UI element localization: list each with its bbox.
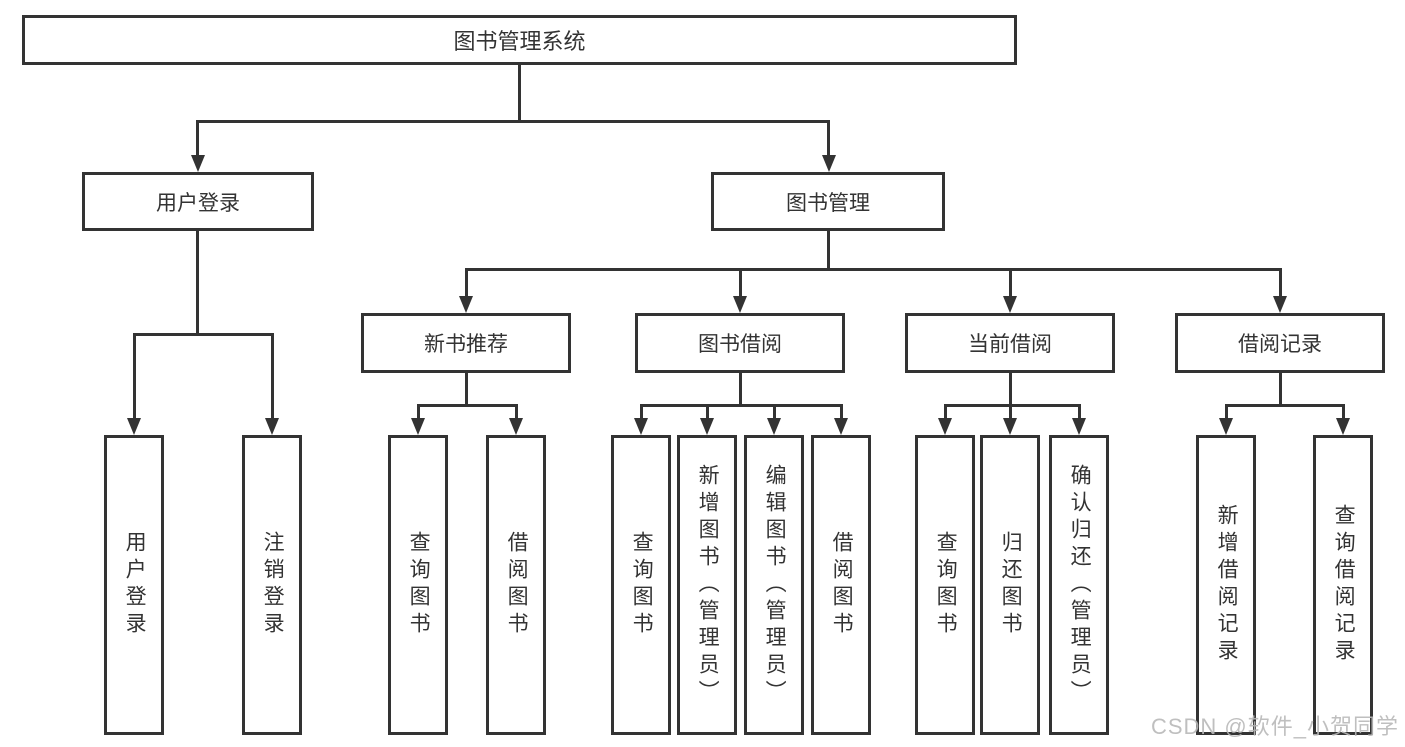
connector-borrowing-hline: [640, 404, 843, 407]
connector-records-stem: [1279, 373, 1282, 407]
connector-login-drop-2: [271, 333, 274, 420]
arrow-down-icon: [938, 418, 952, 435]
node-user-login-label: 用户登录: [156, 191, 240, 215]
arrow-down-icon: [265, 418, 279, 435]
leaf-current-return-books: 归还图书: [980, 435, 1040, 735]
leaf-user-login-label: 用户登录: [123, 531, 147, 639]
node-current-borrowing-label: 当前借阅: [968, 333, 1052, 356]
node-new-book-recommend-label: 新书推荐: [424, 333, 508, 356]
connector-borrowing-drop-4: [840, 404, 843, 420]
leaf-records-query-record-label: 查询借阅记录: [1332, 504, 1356, 666]
arrow-down-icon: [1273, 296, 1287, 313]
node-library-system-label: 图书管理系统: [453, 29, 586, 54]
node-borrowing-records-label: 借阅记录: [1238, 333, 1322, 356]
leaf-borrowing-edit-books-admin-label: 编辑图书（管理员）: [763, 463, 787, 707]
leaf-recommend-borrow-books: 借阅图书: [486, 435, 546, 735]
connector-root-drop-right: [827, 120, 830, 157]
arrow-down-icon: [1336, 418, 1350, 435]
arrow-down-icon: [634, 418, 648, 435]
connector-current-drop-1: [944, 404, 947, 420]
arrow-down-icon: [411, 418, 425, 435]
connector-root-drop-left: [196, 120, 199, 157]
connector-mgmt-hline: [465, 268, 1282, 271]
node-new-book-recommend: 新书推荐: [361, 313, 571, 373]
connector-borrowing-drop-2: [706, 404, 709, 420]
node-user-login: 用户登录: [82, 172, 314, 231]
connector-current-stem: [1009, 373, 1012, 407]
leaf-records-query-record: 查询借阅记录: [1313, 435, 1373, 735]
leaf-borrowing-borrow-books-label: 借阅图书: [830, 531, 854, 639]
connector-mgmt-drop-3: [1009, 268, 1012, 298]
leaf-borrowing-edit-books-admin: 编辑图书（管理员）: [744, 435, 804, 735]
leaf-current-confirm-return-admin: 确认归还（管理员）: [1049, 435, 1109, 735]
arrow-down-icon: [1003, 296, 1017, 313]
connector-root-stem: [518, 65, 521, 123]
node-book-borrowing: 图书借阅: [635, 313, 845, 373]
arrow-down-icon: [1003, 418, 1017, 435]
arrow-down-icon: [191, 155, 205, 172]
leaf-borrowing-borrow-books: 借阅图书: [811, 435, 871, 735]
connector-login-stem: [196, 231, 199, 336]
connector-mgmt-drop-4: [1279, 268, 1282, 298]
leaf-borrowing-add-books-admin-label: 新增图书（管理员）: [696, 463, 720, 707]
connector-borrowing-stem: [739, 373, 742, 407]
connector-borrowing-drop-1: [640, 404, 643, 420]
arrow-down-icon: [509, 418, 523, 435]
connector-recommend-stem: [465, 373, 468, 407]
leaf-current-query-books: 查询图书: [915, 435, 975, 735]
leaf-logout-label: 注销登录: [261, 531, 285, 639]
leaf-current-confirm-return-admin-label: 确认归还（管理员）: [1068, 463, 1092, 707]
node-book-management-label: 图书管理: [786, 191, 870, 215]
leaf-records-add-record-label: 新增借阅记录: [1215, 504, 1239, 666]
leaf-records-add-record: 新增借阅记录: [1196, 435, 1256, 735]
leaf-recommend-query-books-label: 查询图书: [407, 531, 431, 639]
connector-login-drop-1: [133, 333, 136, 420]
leaf-logout: 注销登录: [242, 435, 302, 735]
arrow-down-icon: [767, 418, 781, 435]
connector-mgmt-drop-1: [465, 268, 468, 298]
arrow-down-icon: [1072, 418, 1086, 435]
connector-records-hline: [1225, 404, 1345, 407]
node-library-system: 图书管理系统: [22, 15, 1017, 65]
connector-recommend-drop-1: [417, 404, 420, 420]
leaf-current-return-books-label: 归还图书: [999, 531, 1023, 639]
leaf-borrowing-add-books-admin: 新增图书（管理员）: [677, 435, 737, 735]
connector-current-drop-2: [1009, 404, 1012, 420]
arrow-down-icon: [1219, 418, 1233, 435]
arrow-down-icon: [700, 418, 714, 435]
connector-mgmt-drop-2: [739, 268, 742, 298]
arrow-down-icon: [459, 296, 473, 313]
leaf-user-login: 用户登录: [104, 435, 164, 735]
leaf-borrowing-query-books-label: 查询图书: [630, 531, 654, 639]
leaf-borrowing-query-books: 查询图书: [611, 435, 671, 735]
connector-current-hline: [944, 404, 1081, 407]
connector-records-drop-2: [1342, 404, 1345, 420]
leaf-recommend-query-books: 查询图书: [388, 435, 448, 735]
connector-login-hline: [133, 333, 274, 336]
arrow-down-icon: [127, 418, 141, 435]
node-current-borrowing: 当前借阅: [905, 313, 1115, 373]
leaf-current-query-books-label: 查询图书: [934, 531, 958, 639]
node-book-borrowing-label: 图书借阅: [698, 333, 782, 356]
connector-records-drop-1: [1225, 404, 1228, 420]
csdn-watermark: CSDN @软件_小贺同学: [1150, 714, 1399, 739]
node-borrowing-records: 借阅记录: [1175, 313, 1385, 373]
arrow-down-icon: [822, 155, 836, 172]
connector-mgmt-stem: [827, 231, 830, 271]
node-book-management: 图书管理: [711, 172, 945, 231]
connector-recommend-hline: [417, 404, 518, 407]
connector-recommend-drop-2: [515, 404, 518, 420]
leaf-recommend-borrow-books-label: 借阅图书: [505, 531, 529, 639]
connector-borrowing-drop-3: [773, 404, 776, 420]
connector-root-hline: [196, 120, 830, 123]
arrow-down-icon: [834, 418, 848, 435]
connector-current-drop-3: [1078, 404, 1081, 420]
arrow-down-icon: [733, 296, 747, 313]
